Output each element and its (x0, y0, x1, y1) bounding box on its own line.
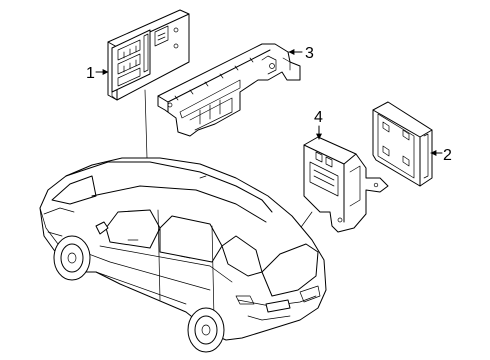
part-4-bracketed-module[interactable] (303, 136, 389, 233)
part-2-module-box[interactable] (372, 101, 433, 187)
callout-3: 3 (288, 45, 314, 62)
callout-4: 4 (314, 109, 323, 140)
callout-label-1: 1 (86, 65, 95, 82)
callout-label-3: 3 (305, 45, 314, 62)
part-3-mounting-bracket[interactable] (157, 43, 301, 137)
part-1-control-module[interactable] (107, 9, 190, 101)
callout-label-2: 2 (443, 147, 452, 164)
callout-2: 2 (430, 147, 452, 164)
callout-1: 1 (86, 65, 109, 82)
callout-label-4: 4 (314, 109, 323, 126)
vehicle-illustration (39, 157, 327, 353)
